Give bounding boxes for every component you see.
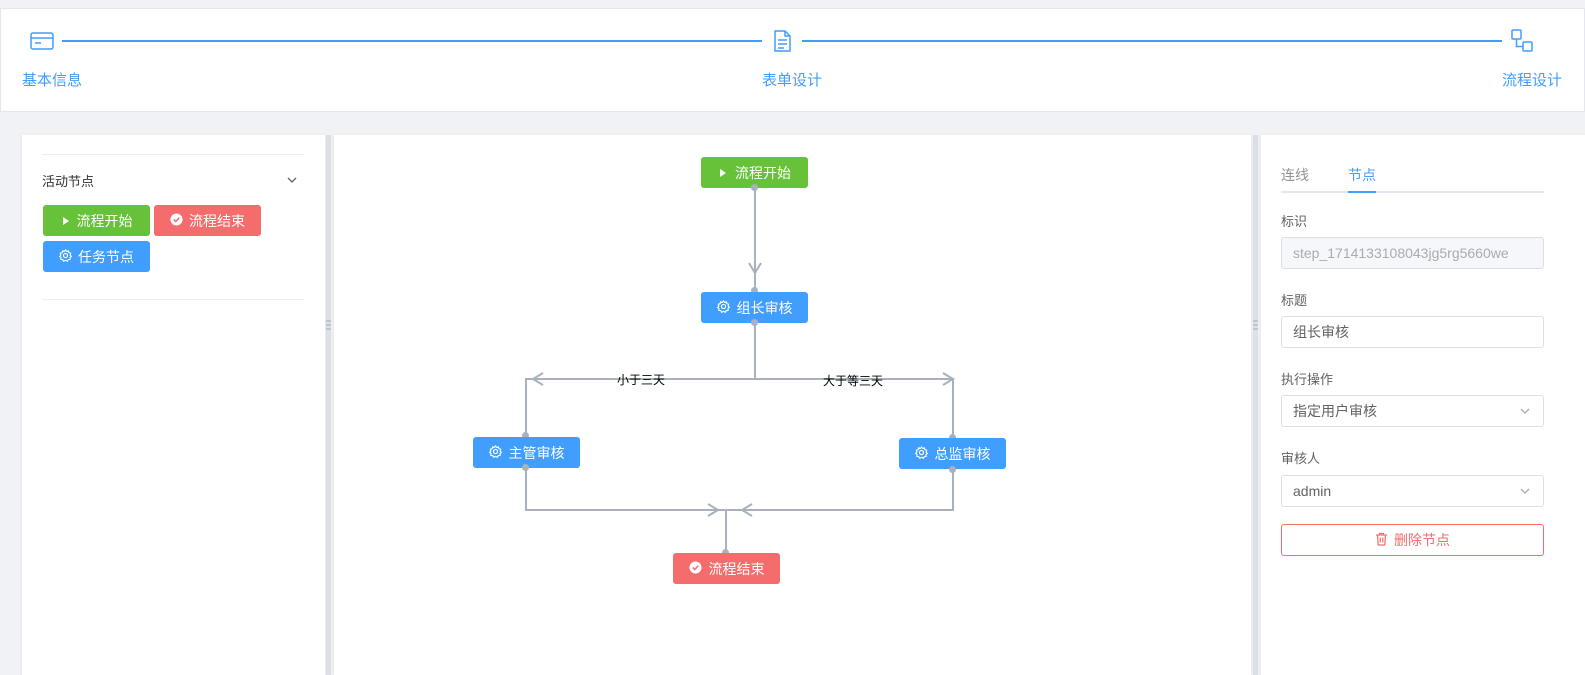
chevron-down-icon [1518,404,1532,418]
grip-icon [326,318,331,332]
grip-icon [1253,318,1258,332]
arrow-icon [740,503,753,517]
node-anchor[interactable] [751,287,758,294]
step-flow-design[interactable]: 流程设计 [1502,72,1563,89]
divider [42,154,304,155]
edge-director-end [726,469,954,511]
edge-leader-supervisor [525,378,755,435]
step-connector [802,40,1502,42]
edge-label-less-than-three-days[interactable]: 小于三天 [617,373,666,387]
palette-task-node[interactable]: 任务节点 [43,241,150,272]
flow-node-label: 流程结束 [708,560,765,577]
palette-item-label: 任务节点 [78,248,134,265]
divider [42,299,304,300]
palette-group-header[interactable]: 活动节点 [42,165,304,193]
tab-node[interactable]: 节点 [1348,167,1376,183]
title-label: 标题 [1281,293,1308,308]
flow-node-director-review[interactable]: 总监审核 [899,438,1006,469]
flow-node-label: 总监审核 [934,445,991,462]
arrow-icon [531,372,544,386]
flow-node-supervisor-review[interactable]: 主管审核 [473,437,580,468]
flow-node-start[interactable]: 流程开始 [701,157,808,188]
node-anchor[interactable] [751,184,758,191]
check-circle-icon [170,212,183,229]
edge-supervisor-end [525,468,726,511]
action-label: 执行操作 [1281,372,1334,387]
flow-edges [525,187,955,552]
title-input[interactable] [1281,316,1544,348]
reviewer-select-value: admin [1281,475,1544,507]
action-select-value: 指定用户审核 [1281,395,1544,427]
gear-icon [58,248,73,265]
flow-node-leader-review[interactable]: 组长审核 [701,292,808,323]
flow-icon [1509,28,1535,54]
step-form-design[interactable]: 表单设计 [762,72,823,89]
check-circle-icon [688,560,702,577]
flow-node-end[interactable]: 流程结束 [673,553,780,584]
palette-end-node[interactable]: 流程结束 [154,205,261,236]
arrow-icon [707,503,720,517]
left-resize-handle[interactable] [326,135,331,675]
chevron-down-icon[interactable] [286,173,298,185]
node-anchor[interactable] [751,319,758,326]
reviewer-select[interactable]: admin [1281,475,1544,507]
flow-node-label: 主管审核 [508,444,565,461]
arrow-icon [942,372,955,386]
play-icon [61,213,71,229]
palette-group-title: 活动节点 [42,174,95,189]
id-label: 标识 [1281,214,1308,229]
action-select[interactable]: 指定用户审核 [1281,395,1544,427]
palette-item-label: 流程开始 [76,212,133,229]
flow-node-label: 组长审核 [736,299,793,316]
palette-item-label: 流程结束 [189,212,245,229]
tabs-baseline [1281,191,1544,193]
node-anchor[interactable] [949,466,956,473]
delete-node-label: 删除节点 [1394,532,1450,548]
gear-icon [914,445,928,462]
trash-icon [1375,532,1388,549]
node-anchor[interactable] [522,432,529,439]
credit-card-icon [29,28,55,54]
step-connector [62,40,762,42]
tab-active-indicator [1348,191,1376,193]
gear-icon [716,299,730,316]
steps-bar: 基本信息 表单设计 流程设计 [0,8,1585,112]
gear-icon [488,444,502,461]
document-icon [769,28,795,54]
edge-label-three-days-or-more[interactable]: 大于等三天 [823,374,884,388]
chevron-down-icon [1518,484,1532,498]
node-anchor[interactable] [722,549,729,556]
reviewer-label: 审核人 [1281,451,1321,466]
node-palette-panel: 活动节点 流程开始 流程结束 任务节点 [22,135,325,675]
delete-node-button[interactable]: 删除节点 [1281,524,1544,556]
tab-edge[interactable]: 连线 [1281,167,1309,183]
node-anchor[interactable] [522,464,529,471]
palette-start-node[interactable]: 流程开始 [43,205,150,236]
step-basic-info[interactable]: 基本信息 [22,72,83,89]
play-icon [718,165,728,181]
id-input[interactable] [1281,237,1544,269]
right-resize-handle[interactable] [1253,135,1258,675]
flow-canvas[interactable]: 小于三天 大于等三天 流程开始 组长审核 主管审核 [334,135,1251,675]
arrow-icon [748,262,762,275]
flow-node-label: 流程开始 [735,164,791,181]
node-anchor[interactable] [949,434,956,441]
